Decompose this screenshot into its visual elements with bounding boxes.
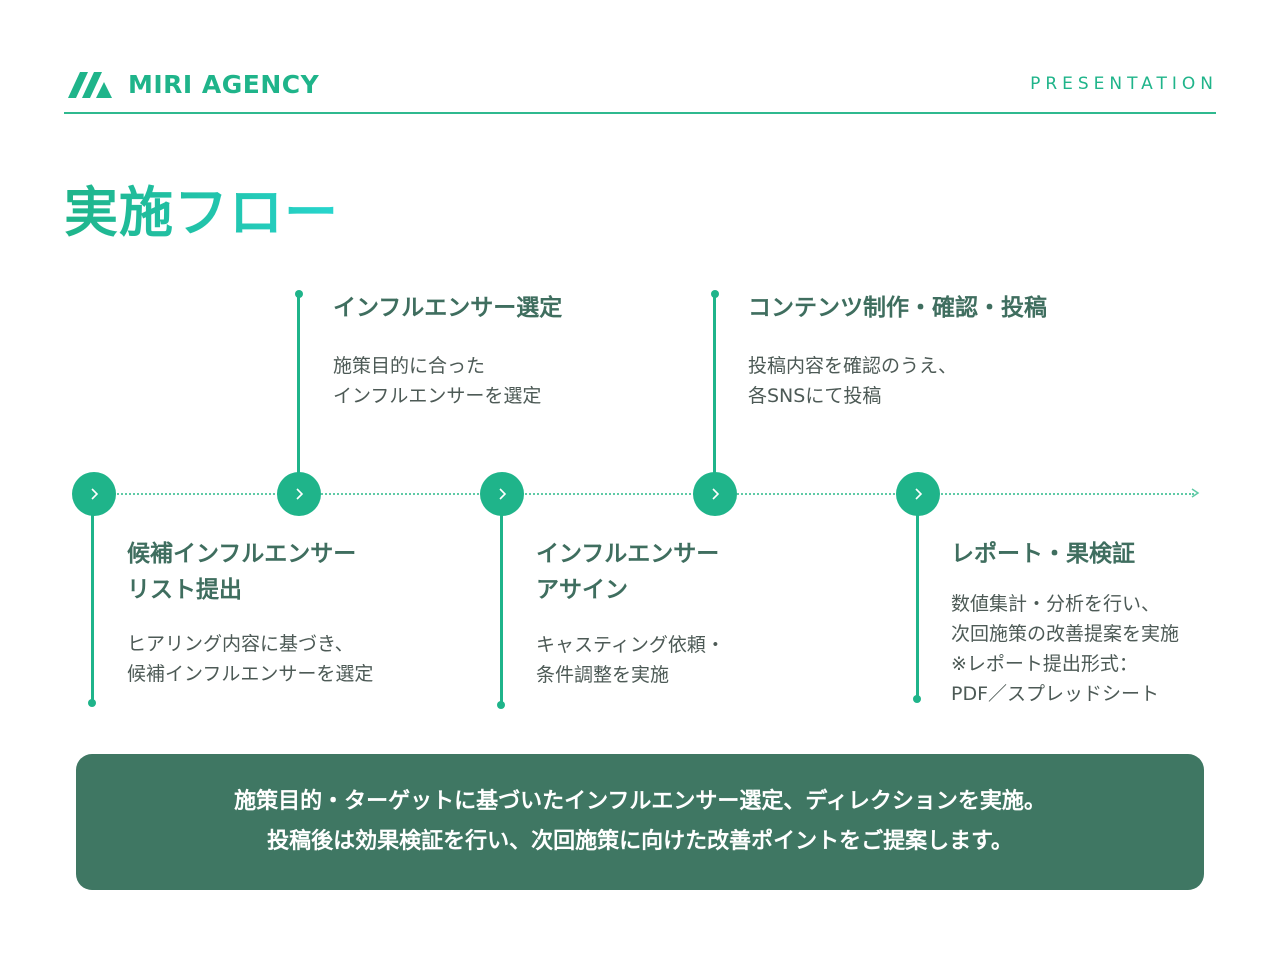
step-stem-dot-3 (497, 701, 505, 709)
step-desc-1: ヒアリング内容に基づき、 候補インフルエンサーを選定 (127, 633, 374, 685)
brand-logo: MIRI AGENCY (66, 68, 319, 100)
step-title-2: インフルエンサー選定 (333, 295, 563, 321)
step-title-1: 候補インフルエンサー リスト提出 (127, 541, 357, 603)
step-stem-4 (713, 294, 716, 484)
chevron-right-icon (915, 488, 923, 500)
step-stem-1 (91, 500, 94, 702)
step-stem-dot-4 (711, 290, 719, 298)
brand-name: MIRI AGENCY (128, 69, 320, 99)
step-desc-3: キャスティング依頼・ 条件調整を実施 (536, 634, 725, 686)
step-stem-3 (500, 500, 503, 704)
timeline-node-1 (72, 472, 116, 516)
chevron-right-icon (296, 488, 304, 500)
page-title: 実施フロー (64, 168, 339, 247)
step-title-5: レポート・果検証 (951, 541, 1135, 567)
step-desc-5: 数値集計・分析を行い、 次回施策の改善提案を実施 ※レポート提出形式： PDF／… (951, 593, 1180, 705)
step-title-4: コンテンツ制作・確認・投稿 (748, 295, 1047, 321)
chevron-right-icon (712, 488, 720, 500)
header-label: PRESENTATION (1030, 74, 1218, 94)
step-stem-2 (297, 294, 300, 484)
step-desc-2: 施策目的に合った インフルエンサーを選定 (333, 355, 542, 407)
timeline-arrow-icon (1191, 488, 1200, 498)
step-stem-5 (916, 500, 919, 698)
summary-line-1: 施策目的・ターゲットに基づいたインフルエンサー選定、ディレクションを実施。 (234, 789, 1046, 814)
summary-line-2: 投稿後は効果検証を行い、次回施策に向けた改善ポイントをご提案します。 (267, 829, 1013, 854)
step-stem-dot-2 (295, 290, 303, 298)
summary-box: 施策目的・ターゲットに基づいたインフルエンサー選定、ディレクションを実施。 投稿… (76, 754, 1204, 890)
step-desc-4: 投稿内容を確認のうえ、 各SNSにて投稿 (748, 355, 958, 407)
chevron-right-icon (91, 488, 99, 500)
miri-logo-icon (68, 72, 112, 98)
step-stem-dot-5 (913, 695, 921, 703)
header-divider (64, 112, 1216, 114)
chevron-right-icon (499, 488, 507, 500)
step-stem-dot-1 (88, 699, 96, 707)
timeline-line (94, 493, 1194, 495)
step-title-3: インフルエンサー アサイン (536, 541, 720, 603)
